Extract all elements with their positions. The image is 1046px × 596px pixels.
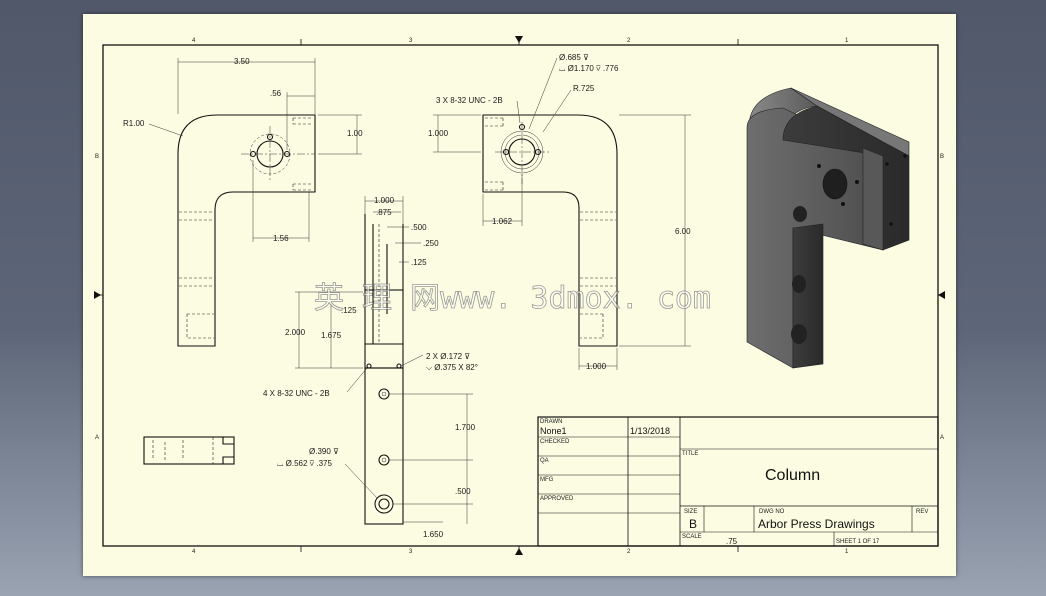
drawing-title: Column	[765, 467, 820, 484]
dim-3x-8-32: 3 X 8-32 UNC - 2B	[436, 96, 503, 105]
dim-2-000: 2.000	[285, 328, 306, 337]
dim-dia-0-685: Ø.685 ⊽	[559, 53, 589, 62]
rev-label: REV	[916, 509, 928, 515]
dim-1-700: 1.700	[455, 423, 476, 432]
watermark-canvas: 英 理 网www. 3dmox. com	[314, 281, 712, 317]
drawing-border	[102, 44, 939, 547]
drawn-date: 1/13/2018	[630, 426, 670, 436]
view-small-side[interactable]	[143, 436, 235, 465]
dim-0-125-top: .125	[411, 258, 427, 267]
dim-0-56: .56	[270, 89, 282, 98]
dim-1-000-center: 1.000	[374, 196, 395, 205]
zone-bottom-1: 1	[845, 549, 849, 555]
qa-label: QA	[540, 458, 549, 464]
drawing-canvas: 4 3 2 1 4 3 2 1 B A B A 3.50 .56 1.00	[94, 36, 945, 555]
dim-1-000-right: 1.000	[428, 129, 449, 138]
dim-6-00: 6.00	[675, 227, 691, 236]
approved-label: APPROVED	[540, 496, 574, 502]
zone-top-2: 2	[627, 38, 631, 44]
dim-r1-00: R1.00	[123, 119, 145, 128]
dim-cbore-0-562: ⌴ Ø.562 ⊽ .375	[277, 459, 333, 468]
zone-right-b: B	[940, 154, 944, 160]
sheet-number: SHEET 1 OF 17	[836, 539, 880, 545]
scale-label: SCALE	[682, 534, 702, 540]
dim-r0-725: R.725	[573, 84, 595, 93]
checked-label: CHECKED	[540, 439, 570, 445]
zone-top-1: 1	[845, 38, 849, 44]
view-center[interactable]: 1.000 .875 .500 .250 .125 .125 2.000 1.6…	[263, 196, 478, 539]
dim-2x-dia-0-172: 2 X Ø.172 ⊽	[426, 352, 470, 361]
drawing-sheet: 4 3 2 1 4 3 2 1 B A B A 3.50 .56 1.00	[83, 14, 956, 576]
title-block	[537, 416, 939, 547]
title-label: TITLE	[682, 451, 698, 457]
dim-0-500: .500	[411, 223, 427, 232]
size-value: B	[689, 517, 697, 531]
view-top-left[interactable]: 3.50 .56 1.00 R1.00 1.56	[123, 57, 363, 347]
centering-marks	[94, 36, 945, 555]
size-label: SIZE	[684, 509, 697, 515]
dim-0-250: .250	[423, 239, 439, 248]
dim-csk-0-375: ⌵ Ø.375 X 82°	[426, 363, 478, 372]
view-top-right[interactable]: Ø.685 ⊽ ⌴ Ø1.170 ⊽ .776 R.725 3 X 8-32 U…	[428, 53, 691, 371]
dim-1-00-left: 1.00	[347, 129, 363, 138]
zone-top-4: 4	[192, 38, 196, 44]
dim-0-125-side: .125	[341, 306, 357, 315]
zone-right-a: A	[940, 435, 944, 441]
zone-left-a: A	[95, 435, 99, 441]
dim-4x-8-32: 4 X 8-32 UNC - 2B	[263, 389, 330, 398]
watermark-text: 英 理 网www. 3dmox. com	[314, 281, 711, 316]
mfg-label: MFG	[540, 477, 554, 483]
zone-left-b: B	[95, 154, 99, 160]
dim-dia-0-390: Ø.390 ⊽	[309, 447, 339, 456]
scale-value: .75	[726, 537, 738, 546]
zone-bottom-2: 2	[627, 549, 631, 555]
dim-1-675: 1.675	[321, 331, 342, 340]
dim-1-56: 1.56	[273, 234, 289, 243]
dwg-no-value: Arbor Press Drawings	[758, 517, 875, 531]
drawn-by: None1	[540, 426, 567, 436]
dim-3-50: 3.50	[234, 57, 250, 66]
dim-0-875: .875	[376, 208, 392, 217]
dim-0-500-bottom: 1.650	[423, 530, 444, 539]
dim-1-650: .500	[455, 487, 471, 496]
isometric-part[interactable]	[746, 87, 910, 369]
dim-cbore-1-170: ⌴ Ø1.170 ⊽ .776	[559, 64, 619, 73]
dwg-no-label: DWG NO	[759, 509, 785, 515]
drawn-label: DRAWN	[540, 419, 562, 425]
dim-1-000-bottom: 1.000	[586, 362, 607, 371]
zone-bottom-4: 4	[192, 549, 196, 555]
zone-top-3: 3	[409, 38, 413, 44]
watermark: 英 理 网www. 3dmox. com	[310, 276, 750, 317]
dim-1-062: 1.062	[492, 217, 513, 226]
zone-bottom-3: 3	[409, 549, 413, 555]
